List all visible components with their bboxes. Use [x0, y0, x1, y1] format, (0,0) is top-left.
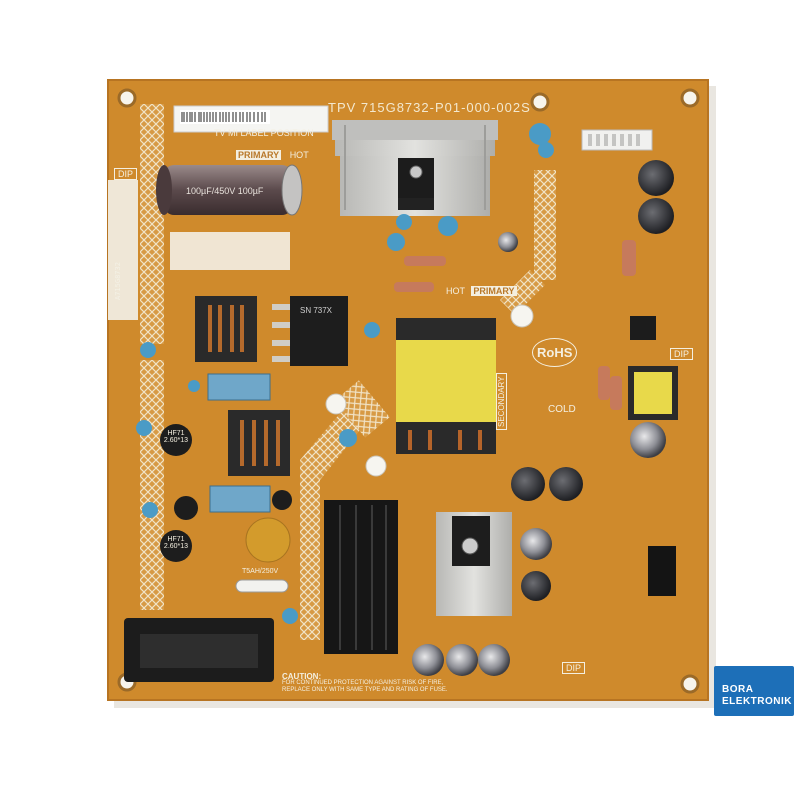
ceramic-capacitors [136, 123, 554, 624]
heatsink-top [332, 120, 498, 216]
heatsink-bottom [436, 512, 512, 616]
thermistor-1 [160, 424, 192, 456]
caution-line-1: FOR CONTINUED PROTECTION AGAINST RISK OF… [282, 680, 444, 686]
thermistor-2 [160, 530, 192, 562]
label-position-text: TV MI LABEL POSITION [214, 128, 314, 138]
watermark-line-2: ELEKTRONIK [722, 696, 792, 707]
hot-label: HOT [289, 150, 309, 160]
caution-title: CAUTION: [282, 672, 322, 681]
dip-label-left: DIP [114, 168, 138, 180]
dip-label-right: DIP [670, 348, 694, 360]
ic-right [630, 316, 656, 340]
hot-label-2: HOT [446, 286, 465, 296]
foam-strip [108, 180, 138, 320]
x-capacitor-1 [207, 373, 271, 401]
dip-label-bottom: DIP [562, 662, 586, 674]
bridge-rectifier [290, 296, 348, 366]
choke-1 [195, 296, 257, 362]
fuse-label: T5AH/250V [242, 568, 279, 575]
white-area [170, 232, 290, 270]
primary-hot-badge: PRIMARY HOT [236, 150, 309, 160]
rohs-logo-icon: RoHS [532, 338, 578, 367]
part-number: TPV 715G8732-P01-000-002S [328, 100, 531, 115]
capacitor-print: 100µF/450V 100µF [186, 186, 264, 196]
resistors [394, 240, 636, 410]
bora-logo-icon [714, 666, 794, 716]
fuse [235, 579, 289, 593]
primary-label: PRIMARY [236, 150, 282, 160]
bulk-capacitor [156, 164, 303, 216]
bridge-label: SN 737X [300, 306, 333, 315]
choke-2 [228, 410, 290, 476]
watermark-line-1: BORA [722, 684, 754, 695]
caution-line-2: REPLACE ONLY WITH SAME TYPE AND RATING O… [282, 687, 448, 693]
x-capacitor-2 [209, 485, 271, 513]
connector-bottom [648, 546, 676, 596]
connector-top [581, 129, 653, 151]
coil-label-2: HF71 2.60*13 [163, 536, 189, 550]
coil-label-1: HF71 2.60*13 [163, 430, 189, 444]
cold-label: COLD [548, 404, 576, 415]
primary-label-2: PRIMARY [471, 286, 517, 296]
hot-primary-badge: HOT PRIMARY [446, 286, 517, 296]
main-transformer [396, 318, 496, 454]
varistor [245, 517, 291, 563]
standby-transformer [628, 366, 678, 420]
output-capacitors [412, 160, 674, 676]
black-heatsink [324, 500, 398, 654]
secondary-label: SECONDARY [496, 373, 507, 430]
svg-text:A715G8732: A715G8732 [114, 262, 122, 300]
